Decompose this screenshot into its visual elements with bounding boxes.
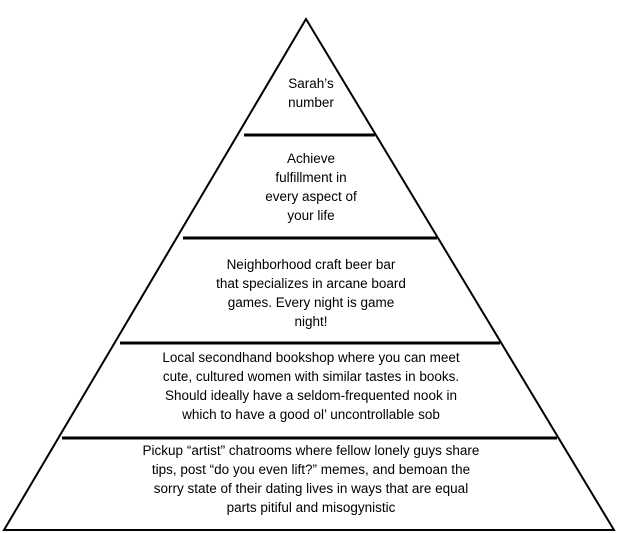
tier-2-line-2: fulfillment in — [275, 170, 347, 185]
tier-2-line-4: your life — [287, 208, 335, 223]
tier-1-text: Sarah’s number — [256, 74, 366, 112]
tier-4-line-4: which to have a good ol’ uncontrollable … — [182, 407, 440, 422]
tier-4-line-2: cute, cultured women with similar tastes… — [162, 369, 460, 384]
tier-3-text: Neighborhood craft beer bar that special… — [186, 255, 436, 331]
tier-5-line-2: tips, post “do you even lift?” memes, an… — [151, 462, 471, 477]
tier-3-line-1: Neighborhood craft beer bar — [226, 257, 396, 272]
tier-2-line-3: every aspect of — [265, 189, 357, 204]
tier-4-line-3: Should ideally have a seldom-frequented … — [165, 388, 457, 403]
tier-1-line-2: number — [288, 95, 334, 110]
tier-3-line-3: games. Every night is game — [227, 295, 395, 310]
tier-3-line-4: night! — [294, 314, 328, 329]
tier-5-line-1: Pickup “artist” chatrooms where fellow l… — [142, 443, 480, 458]
tier-2-text: Achieve fulfillment in every aspect of y… — [226, 149, 396, 225]
tier-5-line-4: parts pitiful and misogynistic — [226, 500, 396, 515]
tier-3-line-2: that specializes in arcane board — [216, 276, 406, 291]
pyramid-outline — [2, 17, 616, 531]
tier-1-line-1: Sarah’s — [288, 76, 334, 91]
tier-4-text: Local secondhand bookshop where you can … — [116, 348, 506, 424]
tier-2-line-1: Achieve — [286, 151, 336, 166]
tier-4-line-1: Local secondhand bookshop where you can … — [162, 350, 460, 365]
tier-5-text: Pickup “artist” chatrooms where fellow l… — [96, 441, 526, 517]
tier-5-line-3: sorry state of their dating lives in way… — [153, 481, 469, 496]
